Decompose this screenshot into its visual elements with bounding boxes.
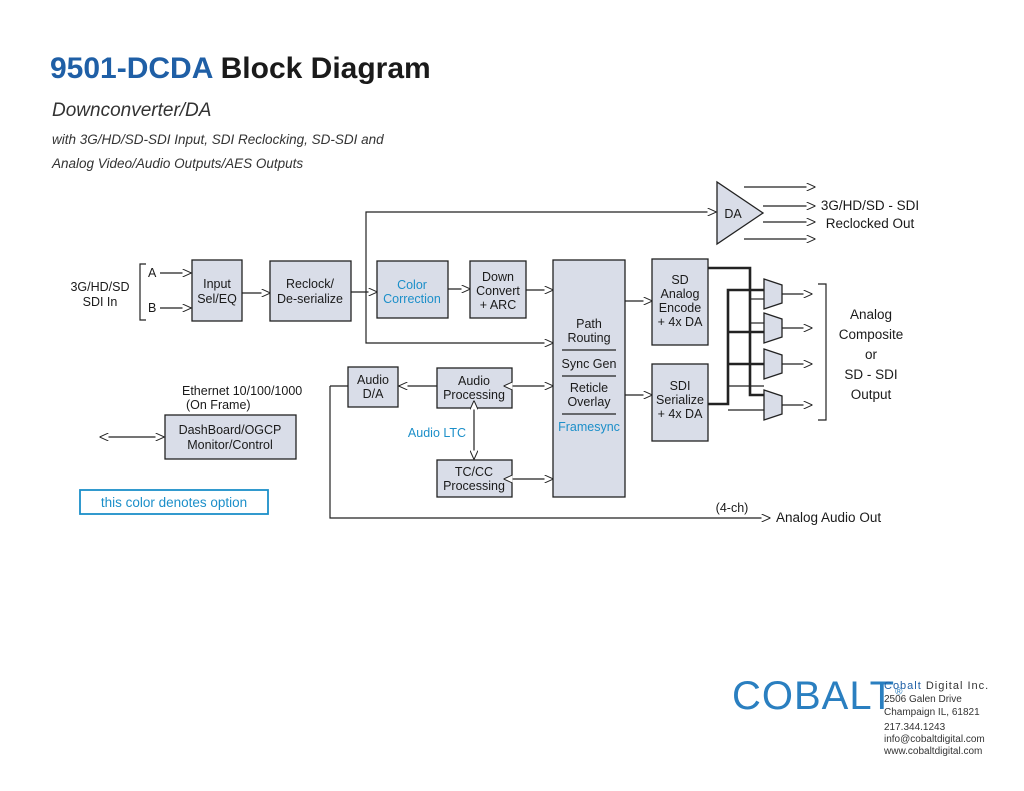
- analog-output-line-5: Output: [851, 387, 892, 402]
- input-label-line-1: 3G/HD/SD: [70, 280, 129, 294]
- audio-processing-line-1: Audio: [458, 374, 490, 388]
- input-bracket: [139, 263, 146, 321]
- down-convert-line-2: Convert: [476, 284, 520, 298]
- option-legend-box: [79, 489, 269, 515]
- page-title: 9501-DCDA Block Diagram: [50, 52, 431, 86]
- website-link[interactable]: www.cobaltdigital.com: [884, 746, 983, 757]
- da-amplifier: [716, 180, 765, 246]
- input-sel-eq-line-2: Sel/EQ: [197, 292, 237, 306]
- sd-analog-encode-box: [651, 258, 709, 346]
- sd-analog-line-4: + 4x DA: [658, 315, 703, 329]
- analog-output-line-1: Analog: [850, 307, 892, 322]
- sd-analog-line-3: Encode: [659, 301, 701, 315]
- down-convert-line-3: + ARC: [480, 298, 516, 312]
- path-routing-line-1: Path: [576, 317, 602, 331]
- cobalt-logo: COBALT®: [732, 674, 903, 719]
- path-routing-line-2: Routing: [567, 331, 610, 345]
- analog-audio-out-label: Analog Audio Out: [776, 510, 881, 525]
- input-sel-eq-box: [191, 259, 243, 322]
- output-mux-2: [763, 312, 783, 344]
- input-label-line-2: SDI In: [83, 295, 118, 309]
- reclock-line-1: Reclock/: [286, 277, 334, 291]
- dashboard-box: [164, 414, 297, 460]
- sd-analog-line-2: Analog: [661, 287, 700, 301]
- address-line-1: 2506 Galen Drive: [884, 694, 962, 705]
- ethernet-label-line-2: (On Frame): [186, 398, 251, 412]
- reclock-box: [269, 260, 352, 322]
- reclock-to-routing-path: [365, 292, 553, 343]
- color-correction-line-1: Color: [397, 278, 427, 292]
- registered-mark: ®: [895, 686, 904, 698]
- da-label: DA: [724, 207, 742, 221]
- analog-output-line-2: Composite: [839, 327, 904, 342]
- dashboard-line-2: Monitor/Control: [187, 438, 272, 452]
- subtitle: Downconverter/DA: [52, 100, 212, 121]
- audio-da-line-2: D/A: [363, 387, 385, 401]
- dashboard-line-1: DashBoard/OGCP: [179, 423, 282, 437]
- analog-audio-out-path: [329, 385, 770, 518]
- title-text: Block Diagram: [220, 52, 431, 85]
- reticle-overlay-line-1: Reticle: [570, 381, 608, 395]
- input-a-label: A: [148, 266, 157, 280]
- email-link[interactable]: info@cobaltdigital.com: [884, 734, 985, 745]
- reclock-to-da-path: [365, 212, 716, 292]
- logo-text: COBALT: [732, 674, 896, 718]
- reclocked-out-line-2: Reclocked Out: [826, 216, 915, 231]
- reclock-line-2: De-serialize: [277, 292, 343, 306]
- audio-da-box: [347, 366, 399, 408]
- tccc-line-2: Processing: [443, 479, 505, 493]
- reclocked-out-line-1: 3G/HD/SD - SDI: [821, 198, 919, 213]
- sdi-serialize-line-2: Serialize: [656, 393, 704, 407]
- ethernet-label-line-1: Ethernet 10/100/1000: [182, 384, 302, 398]
- sdi-serialize-box: [651, 363, 709, 442]
- company-name: Cobalt Digital Inc.: [884, 680, 990, 692]
- framesync-label: Framesync: [558, 420, 620, 434]
- phone: 217.344.1243: [884, 722, 946, 733]
- analog-output-line-3: or: [865, 347, 878, 362]
- tccc-line-1: TC/CC: [455, 465, 493, 479]
- description-line-1: with 3G/HD/SD-SDI Input, SDI Reclocking,…: [52, 132, 384, 147]
- audio-ltc-label: Audio LTC: [408, 426, 466, 440]
- down-convert-line-1: Down: [482, 270, 514, 284]
- address-line-2: Champaign IL, 61821: [884, 707, 980, 718]
- sync-gen-label: Sync Gen: [562, 357, 617, 371]
- input-b-label: B: [148, 301, 156, 315]
- sdi-serialize-line-3: + 4x DA: [658, 407, 703, 421]
- analog-output-line-4: SD - SDI: [844, 367, 897, 382]
- sd-analog-line-1: SD: [671, 273, 688, 287]
- model-name: 9501-DCDA: [50, 52, 213, 85]
- color-correction-line-2: Correction: [383, 292, 441, 306]
- output-mux-1: [763, 278, 783, 310]
- output-bracket: [818, 283, 827, 421]
- audio-da-line-1: Audio: [357, 373, 389, 387]
- description-line-2: Analog Video/Audio Outputs/AES Outputs: [52, 156, 304, 171]
- output-mux-4: [763, 389, 783, 421]
- input-sel-eq-line-1: Input: [203, 277, 231, 291]
- sdi-serialize-line-1: SDI: [670, 379, 691, 393]
- audio-processing-line-2: Processing: [443, 388, 505, 402]
- four-channel-label: (4-ch): [716, 501, 749, 515]
- company-info: Cobalt Digital Inc. 2506 Galen Drive Cha…: [884, 680, 989, 719]
- path-routing-box: [552, 259, 626, 498]
- contact-info: 217.344.1243 info@cobaltdigital.com www.…: [884, 722, 985, 758]
- reticle-overlay-line-2: Overlay: [567, 395, 611, 409]
- option-legend-text: this color denotes option: [101, 495, 247, 510]
- tccc-processing-box: [436, 459, 513, 498]
- sdi-bus: [708, 288, 764, 406]
- output-mux-3: [763, 348, 783, 380]
